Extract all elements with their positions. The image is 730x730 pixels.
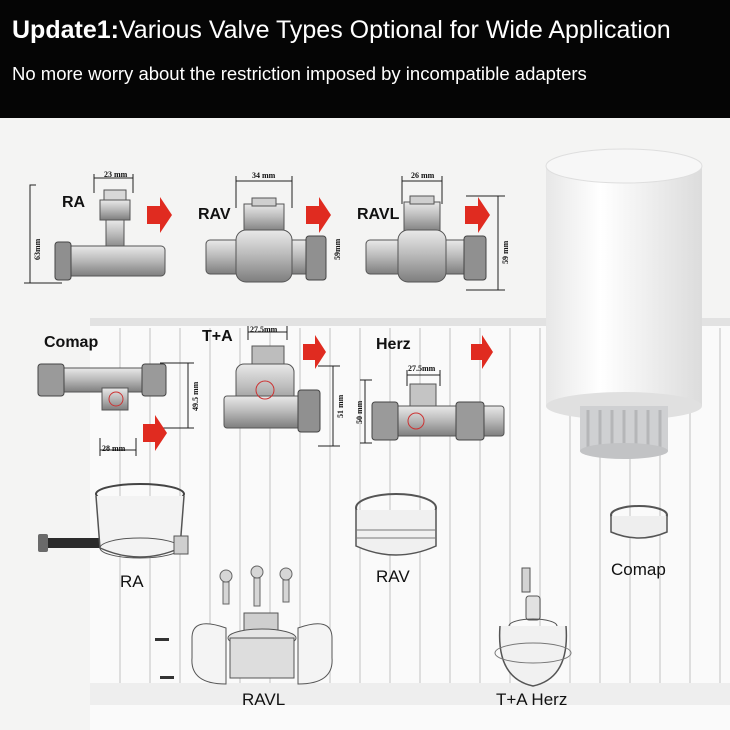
banner-title-text: Various Valve Types Optional for Wide Ap… <box>118 16 671 44</box>
valve-ra-side-dim: 63mm <box>33 238 42 260</box>
valve-herz-side-dim: 50 mm <box>355 400 364 424</box>
valve-ravl-drawing <box>365 195 487 283</box>
valve-comap-side-dim: 49.5 mm <box>191 381 200 411</box>
adapter-rav-label: RAV <box>376 567 410 586</box>
valve-comap-drawing <box>37 363 167 411</box>
valve-ravl-side-dim: 59 mm <box>501 240 510 264</box>
valve-rav-side-dim: 59mm <box>333 238 342 260</box>
adapter-ravl-label: RAVL <box>242 690 286 709</box>
valve-ta-top-dim: 27.5mm <box>250 325 278 334</box>
valve-ra-top-dim: 23 mm <box>104 170 128 179</box>
valve-ra-label: RA <box>62 194 86 211</box>
valve-ta-side-dim: 51 mm <box>336 394 345 418</box>
adapter-ta-herz-drawing <box>494 567 572 687</box>
valve-herz-drawing <box>371 383 505 441</box>
adapter-ravl-drawing <box>155 565 333 685</box>
valve-rav-top-dim: 34 mm <box>252 171 276 180</box>
product-illustration: RA RAV RAVL Comap T+A Herz 23 mm 63mm 34… <box>0 118 730 730</box>
valve-ravl-top-dim: 26 mm <box>411 171 435 180</box>
banner-title-prefix: Update1: <box>12 16 119 44</box>
adapter-comap-drawing <box>610 505 668 539</box>
valve-comap-bottom-dim: 28 mm <box>102 444 126 453</box>
valve-ra-drawing <box>54 189 166 281</box>
smart-thermostat-image <box>545 148 703 459</box>
valve-herz-label: Herz <box>376 336 411 353</box>
valve-rav-label: RAV <box>198 206 231 223</box>
illustration-canvas <box>24 148 730 730</box>
adapter-ra-label: RA <box>120 572 144 591</box>
valve-rav-drawing <box>205 197 327 283</box>
adapter-ta-herz-label: T+A Herz <box>496 690 568 709</box>
dimension-lines <box>24 174 505 456</box>
valve-ravl-label: RAVL <box>357 206 400 223</box>
banner-title: Update1:Various Valve Types Optional for… <box>12 16 671 45</box>
adapter-ra-drawing <box>38 483 189 559</box>
valve-ta-label: T+A <box>202 328 233 345</box>
header-banner: Update1:Various Valve Types Optional for… <box>0 0 730 118</box>
valve-ta-drawing <box>223 345 321 433</box>
adapter-rav-drawing <box>355 493 437 556</box>
red-arrow-icons <box>143 197 493 451</box>
valve-herz-top-dim: 27.5mm <box>408 364 436 373</box>
banner-subtitle: No more worry about the restriction impo… <box>12 63 587 84</box>
adapter-comap-label: Comap <box>611 560 666 579</box>
valve-comap-label: Comap <box>44 334 99 351</box>
